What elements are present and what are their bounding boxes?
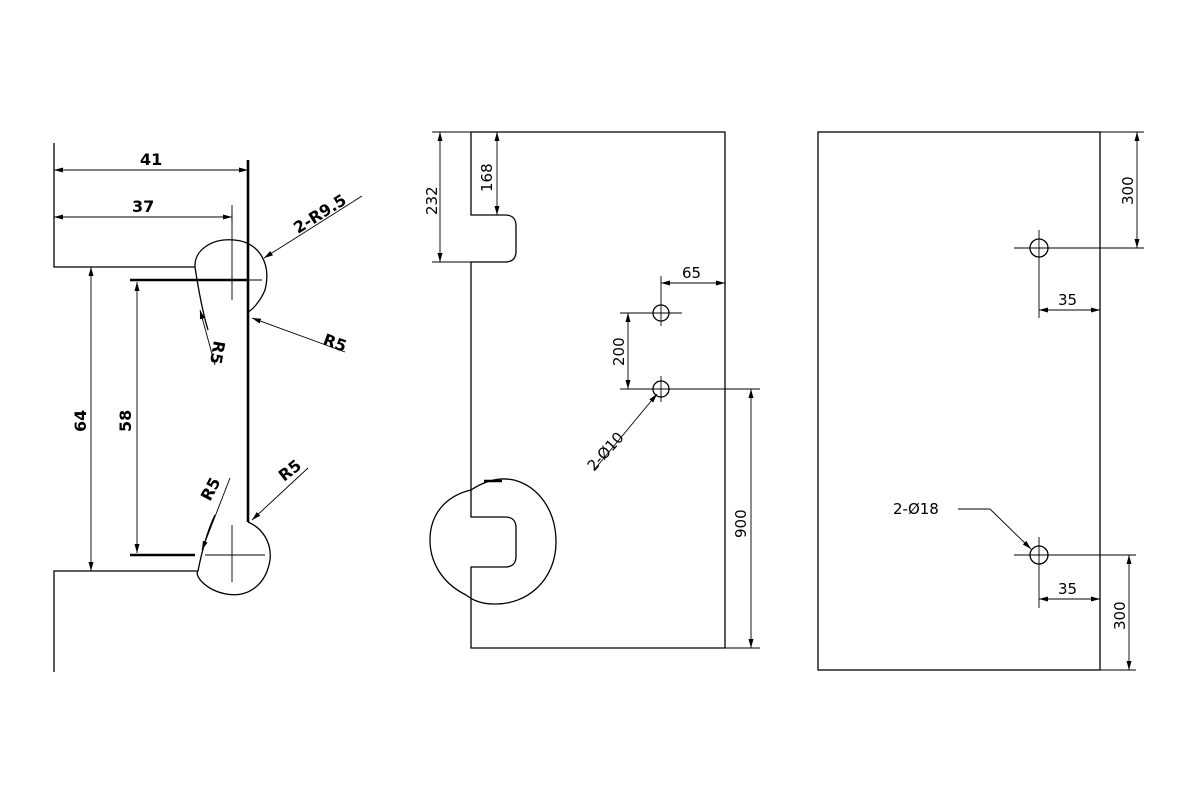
dim-300-bot-label: 300 xyxy=(1111,601,1129,630)
radius-d-label: R5 xyxy=(275,456,305,485)
dim-37-label: 37 xyxy=(132,197,154,216)
leader-r5-d xyxy=(251,467,309,521)
radius-a-label: R5 xyxy=(206,339,229,365)
flange-outline-top xyxy=(53,143,195,268)
frame-panel-outline xyxy=(817,131,1101,671)
dim-300-top-label: 300 xyxy=(1119,176,1137,205)
dim-232-label: 232 xyxy=(423,186,441,215)
leader-r5-c xyxy=(201,477,231,551)
leader-hole-10 xyxy=(593,393,658,471)
dim-900-label: 900 xyxy=(732,509,750,538)
dim-200-label: 200 xyxy=(610,337,628,366)
lower-knuckle-inner xyxy=(197,514,216,572)
radius-c-label: R5 xyxy=(197,474,225,504)
dim-65-label: 65 xyxy=(682,264,701,282)
upper-knuckle xyxy=(194,239,268,313)
dim-35-upper-label: 35 xyxy=(1058,291,1077,309)
dim-35-lower-label: 35 xyxy=(1058,580,1077,598)
dim-41-label: 41 xyxy=(140,150,162,169)
door-panel-view: 232 168 65 200 2-Ø10 900 xyxy=(423,131,760,649)
door-hole-callout: 2-Ø10 xyxy=(584,429,628,475)
lower-knuckle xyxy=(196,521,271,596)
door-panel-outline xyxy=(470,131,726,649)
leader-r9-5 xyxy=(263,195,363,259)
frame-panel-view: 300 35 2-Ø18 35 300 xyxy=(817,131,1144,671)
leader-r5-b xyxy=(251,317,346,353)
frame-hole-callout: 2-Ø18 xyxy=(893,500,939,518)
leader-r5-a xyxy=(199,309,216,366)
hinge-cup-circle xyxy=(429,478,557,605)
upper-knuckle-inner xyxy=(194,266,209,331)
dim-168-label: 168 xyxy=(478,163,496,192)
hinge-profile-view: 41 37 64 58 2-R9.5 R5 R5 R5 R5 xyxy=(53,143,363,672)
dim-64-label: 64 xyxy=(71,410,90,432)
radius-pair-label: 2-R9.5 xyxy=(290,190,350,237)
flange-outline-bottom xyxy=(53,570,198,672)
dim-58-label: 58 xyxy=(116,410,135,432)
leader-hole-18 xyxy=(958,508,1032,550)
